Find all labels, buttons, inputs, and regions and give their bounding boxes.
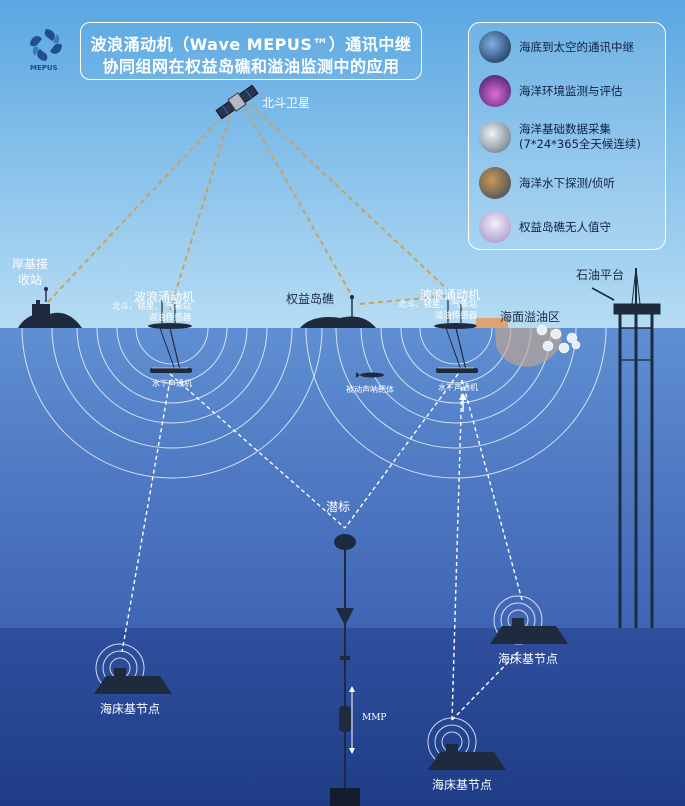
passive-sonar-target-drawing — [356, 372, 384, 378]
satellite-earth-thumbnail-icon — [479, 31, 511, 63]
seabed-node-right-label: 海床基节点 — [498, 652, 559, 666]
legend-label: 权益岛礁无人值守 — [519, 219, 611, 234]
legend-label: 海洋环境监测与评估 — [519, 83, 623, 98]
passive-target-label: 被动声呐靶体 — [346, 385, 394, 394]
seabed-node-bottom-label: 海床基节点 — [432, 778, 493, 792]
title-line-2: 协同组网在权益岛礁和溢油监测中的应用 — [102, 57, 400, 76]
legend-label: 海底到太空的通讯中继 — [519, 39, 634, 54]
sonar-rings-right — [305, 327, 607, 479]
legend-label: 海洋水下探测/侦听 — [519, 175, 615, 190]
legend-label: 海洋基础数据采集 (7*24*365全天候连续) — [519, 122, 641, 151]
island-thumbnail-icon — [479, 211, 511, 243]
seabed-node-bottom-drawing — [427, 717, 506, 770]
buoy-label: 潜标 — [326, 500, 351, 514]
satellite-links — [47, 103, 449, 311]
logo-text: MEPUS — [30, 64, 58, 72]
wave-glider-left-sublabel: 北斗、铱星、 气象站 溢油传感器 — [112, 302, 192, 323]
wave-glider-right-drawing — [434, 300, 508, 373]
subsurface-mooring-drawing — [330, 534, 360, 806]
wave-glider-right-sublabel: 北斗、铱星、 气象站 溢油传感器 — [398, 300, 478, 321]
seabed-node-left-label: 海床基节点 — [100, 702, 161, 716]
legend-item-data-collection: 海洋基础数据采集 (7*24*365全天候连续) — [479, 117, 663, 157]
shore-station-island — [18, 287, 82, 328]
shore-station-label: 岸基接 收站 — [12, 257, 49, 287]
legend-item-monitoring: 海洋环境监测与评估 — [479, 73, 663, 109]
title-box: 波浪涌动机（Wave MEPUS™）通讯中继 协同组网在权益岛礁和溢油监测中的应… — [80, 22, 422, 80]
satellite-label: 北斗卫星 — [262, 96, 311, 110]
legend-box: 海底到太空的通讯中继 海洋环境监测与评估 海洋基础数据采集 (7*24*365全… — [468, 22, 666, 250]
seabed-node-left-drawing — [94, 643, 172, 694]
hydrophone-right-label: 水下声通机 — [438, 383, 478, 392]
hydrophone-left-label: 水下声通机 — [152, 379, 192, 388]
legend-item-detection: 海洋水下探测/侦听 — [479, 165, 663, 201]
oil-platform-drawing — [591, 267, 661, 628]
sonar-rings-left — [21, 327, 323, 479]
reef-island — [300, 295, 376, 328]
sound-arrow-head — [459, 393, 467, 400]
legend-item-island: 权益岛礁无人值守 — [479, 209, 663, 245]
title-line-1: 波浪涌动机（Wave MEPUS™）通讯中继 — [90, 35, 412, 54]
sky-background — [0, 0, 685, 328]
mmp-label: MMP — [362, 713, 387, 723]
oil-platform-label: 石油平台 — [576, 268, 625, 282]
acoustic-links — [121, 373, 523, 721]
seabed-thumbnail-icon — [479, 167, 511, 199]
wave-glider-left-drawing — [148, 300, 192, 373]
seabed-node-right-drawing — [490, 595, 568, 645]
oil-spill-label: 海面溢油区 — [500, 310, 561, 324]
oil-spill-area — [495, 324, 581, 367]
sea-upper-background — [0, 328, 685, 628]
wave-glider-left-label: 波浪涌动机 — [134, 290, 195, 304]
ocean-glow-thumbnail-icon — [479, 75, 511, 107]
mepus-logo-icon — [30, 29, 62, 61]
wave-glider-right-label: 波浪涌动机 — [420, 288, 481, 302]
wave-splash-thumbnail-icon — [479, 121, 511, 153]
legend-item-relay: 海底到太空的通讯中继 — [479, 29, 663, 65]
satellite-icon — [215, 84, 259, 120]
island-label: 权益岛礁 — [286, 292, 335, 306]
